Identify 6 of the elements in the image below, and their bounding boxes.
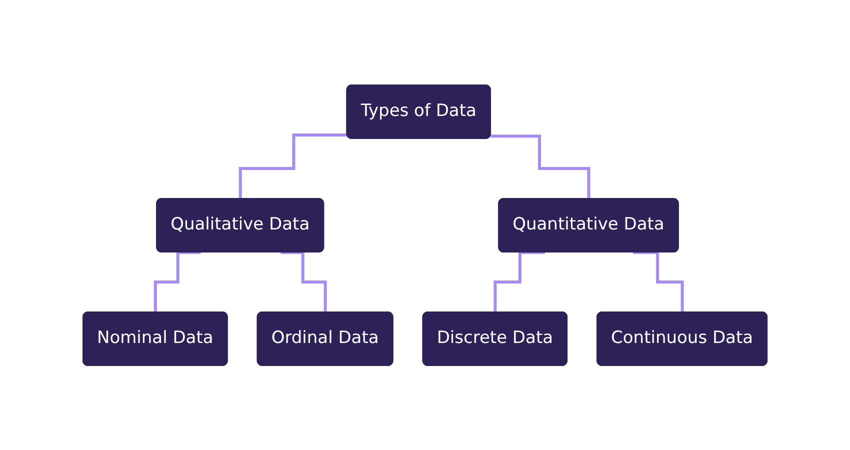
connector — [280, 250, 327, 314]
connector — [154, 250, 201, 314]
connector — [494, 250, 545, 314]
connector — [238, 133, 348, 200]
connector — [490, 134, 590, 200]
connector — [633, 250, 684, 314]
